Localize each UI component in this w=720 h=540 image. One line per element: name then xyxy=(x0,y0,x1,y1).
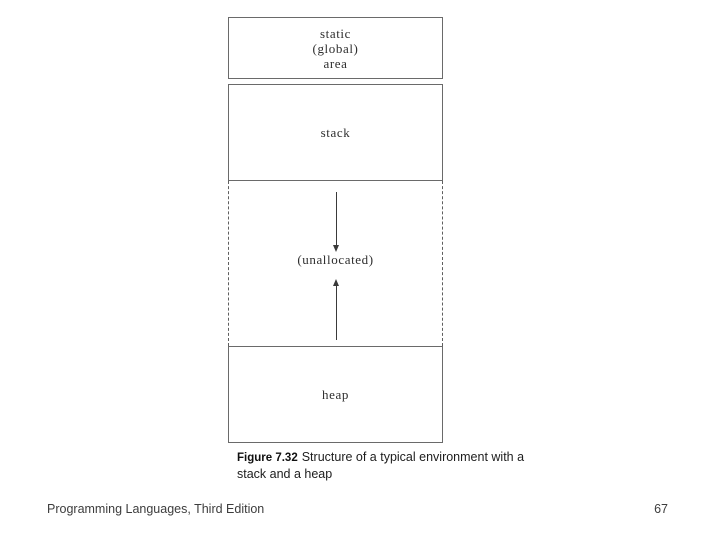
figure-caption-text: Structure of a typical environment with … xyxy=(237,450,525,481)
footer-book-title: Programming Languages, Third Edition xyxy=(47,502,265,516)
arrow-up-icon xyxy=(333,279,339,286)
heap-box: heap xyxy=(228,346,443,443)
heap-label: heap xyxy=(322,387,349,402)
unallocated-region: (unallocated) xyxy=(228,181,443,346)
arrow-down-icon xyxy=(333,245,339,252)
page-number: 67 xyxy=(654,502,668,516)
heap-growth-arrow xyxy=(336,286,337,340)
unallocated-label: (unallocated) xyxy=(297,252,374,267)
stack-growth-arrow xyxy=(336,192,337,246)
stack-box: stack xyxy=(228,84,443,181)
figure-number: Figure 7.32 xyxy=(237,452,298,464)
stack-label: stack xyxy=(320,125,351,140)
static-area-label: static (global) area xyxy=(312,25,359,71)
static-area-box: static (global) area xyxy=(228,17,443,79)
